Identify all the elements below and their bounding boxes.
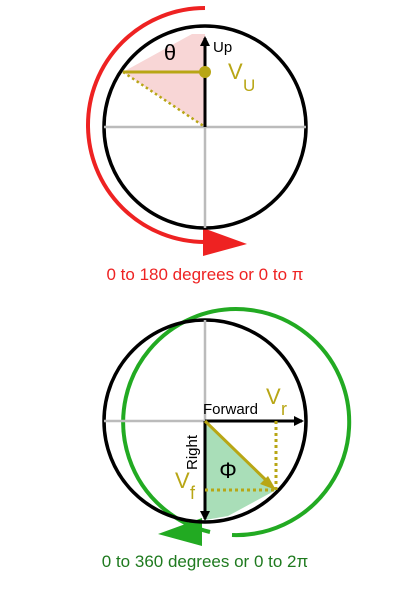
top-vector-dot: [199, 66, 211, 78]
top-vector-letter: V: [228, 59, 243, 84]
bottom-vector-line: [203, 419, 272, 486]
top-range-caption: 0 to 180 degrees or 0 to π: [107, 265, 304, 284]
bottom-vf-letter: V: [175, 468, 190, 493]
top-range-arrowhead: [203, 228, 247, 256]
bottom-forward-label: Forward: [203, 401, 258, 418]
bottom-range-arc: [121, 307, 352, 538]
bottom-vf-subscript: f: [190, 483, 196, 503]
bottom-right-label: Right: [184, 434, 201, 470]
bottom-diagram: Forward V r Right V f Φ 0 to 360 degrees…: [102, 307, 352, 571]
top-angle-wedge: [123, 34, 205, 127]
top-vector-subscript: U: [243, 76, 255, 95]
bottom-range-arrowhead: [158, 518, 202, 546]
bottom-vr-letter: V: [266, 384, 281, 409]
top-diagram: θ Up V U 0 to 180 degrees or 0 to π: [86, 6, 308, 284]
top-range-arc: [86, 6, 206, 244]
top-up-label: Up: [213, 39, 232, 56]
bottom-angle-wedge: [205, 421, 276, 520]
bottom-angle-symbol: Φ: [219, 458, 237, 483]
bottom-range-caption: 0 to 360 degrees or 0 to 2π: [102, 552, 308, 571]
top-angle-symbol: θ: [164, 40, 176, 65]
bottom-vr-subscript: r: [281, 399, 287, 419]
bottom-vector-arrowhead: [260, 476, 276, 490]
